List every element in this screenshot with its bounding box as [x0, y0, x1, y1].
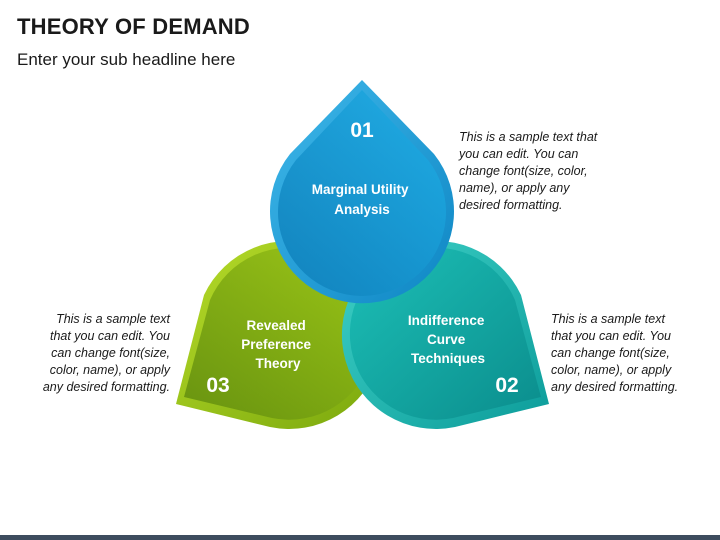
description-line: that you can edit. You — [551, 329, 672, 343]
petal-03-label-line: Theory — [255, 356, 301, 371]
description-line: desired formatting. — [459, 198, 563, 212]
description-line: This is a sample text that — [459, 130, 598, 144]
petal-02-label-line: Techniques — [411, 351, 485, 366]
description-right: This is a sample text that you can edit.… — [551, 311, 701, 396]
description-line: any desired formatting. — [42, 380, 170, 394]
page-title: THEORY OF DEMAND — [17, 14, 250, 39]
footer-bar — [0, 535, 720, 540]
petal-01-label-line: Marginal Utility — [312, 182, 409, 197]
description-line: name), or apply any — [459, 181, 570, 195]
petal-02-label-line: Indifference — [408, 313, 485, 328]
petal-02-label: Indifference Curve Techniques — [408, 313, 488, 366]
description-line: color, name), or apply — [551, 363, 672, 377]
description-line: any desired formatting. — [551, 380, 679, 394]
petal-01 — [269, 80, 454, 304]
description-line: can change font(size, — [551, 346, 670, 360]
description-top: This is a sample text that you can edit.… — [459, 129, 609, 214]
description-left: This is a sample text that you can edit.… — [20, 311, 170, 396]
petal-03-label: Revealed Preference Theory — [241, 318, 315, 371]
petal-03-number: 03 — [206, 374, 229, 397]
petal-01-inner — [278, 90, 447, 296]
description-line: that you can edit. You — [49, 329, 170, 343]
description-line: you can edit. You can — [459, 147, 579, 161]
petal-02-label-line: Curve — [427, 332, 466, 347]
description-line: can change font(size, — [51, 346, 170, 360]
petal-01-label-line: Analysis — [334, 202, 390, 217]
petal-02-number: 02 — [495, 374, 518, 397]
petal-03-label-line: Preference — [241, 337, 311, 352]
petal-03-label-line: Revealed — [246, 318, 305, 333]
petal-01-number: 01 — [350, 119, 374, 142]
page-subtitle: Enter your sub headline here — [17, 50, 236, 69]
description-line: change font(size, color, — [459, 164, 588, 178]
description-line: This is a sample text — [551, 312, 665, 326]
petal-01-label: Marginal Utility Analysis — [312, 182, 413, 217]
description-line: This is a sample text — [56, 312, 170, 326]
description-line: color, name), or apply — [49, 363, 170, 377]
